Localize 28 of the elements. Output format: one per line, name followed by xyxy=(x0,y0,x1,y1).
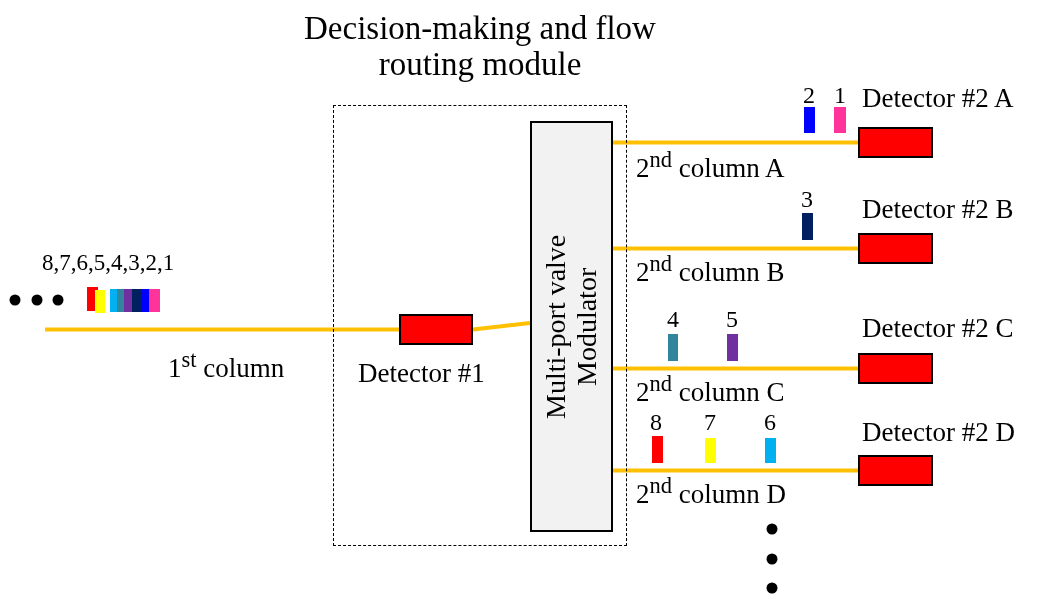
column-line xyxy=(613,468,858,473)
edge-label: 1$^{st}$ column xyxy=(168,348,285,384)
detector-label: Detector #2 D xyxy=(862,418,1015,448)
edge-label: 2$^{nd}$ column C xyxy=(636,372,785,408)
peak-number: 3 xyxy=(801,186,813,213)
column-line xyxy=(45,327,399,332)
detector-label: Detector #2 B xyxy=(862,195,1014,225)
edge-label: 2$^{nd}$ column A xyxy=(636,148,785,184)
detector-label: Detector #1 xyxy=(358,359,485,389)
column-line xyxy=(613,140,858,145)
edge-label: 2$^{nd}$ column D xyxy=(636,474,786,510)
peak-number: 6 xyxy=(764,409,776,436)
peak-number: 8 xyxy=(650,409,662,436)
peak-order-label: 8,7,6,5,4,3,2,1 xyxy=(42,250,175,276)
column-line xyxy=(613,246,858,251)
edge-label: 2$^{nd}$ column B xyxy=(636,252,785,288)
peak-number: 4 xyxy=(667,306,679,333)
peak-number: 5 xyxy=(726,306,738,333)
peak-number: 7 xyxy=(704,409,716,436)
column-line xyxy=(472,321,531,332)
peak-number: 1 xyxy=(834,82,846,109)
detector-label: Detector #2 A xyxy=(862,84,1014,114)
valve-label: Multi-port valve Modulator xyxy=(540,233,603,421)
detector-label: Detector #2 C xyxy=(862,314,1014,344)
module-title: Decision-making and flow routing module xyxy=(303,10,657,83)
column-line xyxy=(613,366,858,371)
valve-box xyxy=(530,121,613,532)
peak-number: 2 xyxy=(803,82,815,109)
